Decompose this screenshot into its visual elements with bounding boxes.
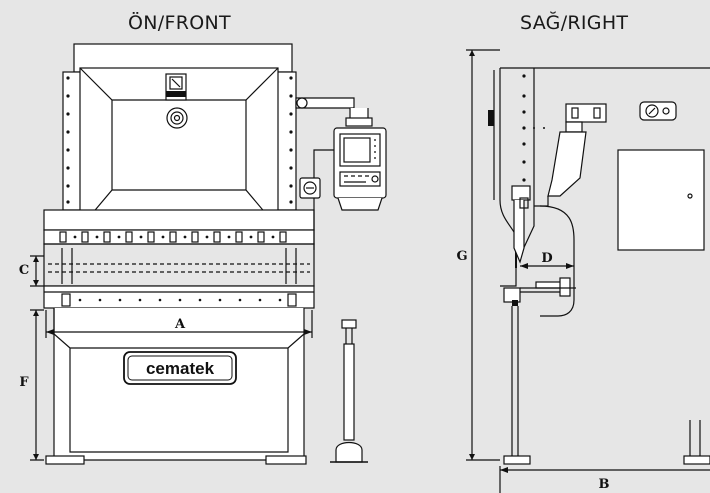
front-view-title: ÖN/FRONT <box>128 12 231 34</box>
side-plate-front-edge <box>519 68 535 257</box>
right-view: D G B <box>456 49 710 493</box>
control-cable <box>313 149 334 250</box>
dim-c-ticks <box>30 255 44 287</box>
front-view: cematek <box>19 43 387 465</box>
brand-badge <box>123 351 237 385</box>
logo-band <box>166 91 186 97</box>
pedal-knob <box>341 319 357 329</box>
left-foot <box>45 455 85 465</box>
cabinet-lock-icon <box>687 193 693 199</box>
clamp-dots <box>73 235 275 239</box>
dim-a-extents <box>45 310 313 338</box>
throat-curve <box>539 205 575 317</box>
upper-tool <box>513 200 525 264</box>
dim-a-label: A <box>174 317 186 332</box>
right-view-foot <box>503 455 531 465</box>
dim-f-ticks <box>30 309 44 461</box>
lower-table <box>43 285 315 309</box>
rear-foot <box>683 455 710 465</box>
arm-pivot-icon <box>296 97 308 109</box>
clamp-bolts <box>59 231 287 243</box>
dim-b-label: B <box>599 477 610 492</box>
pedal-column <box>343 343 355 441</box>
right-foot <box>265 455 307 465</box>
pedal-neck <box>345 328 353 344</box>
electrical-cabinet <box>617 149 705 251</box>
logo-mark-slash <box>171 78 181 88</box>
gauge-dial-icon <box>645 104 659 118</box>
rear-leg <box>689 420 701 456</box>
brand-badge-text: cematek <box>146 359 215 378</box>
panel-keypad <box>339 171 381 187</box>
side-switch-tab <box>488 110 494 126</box>
side-frame-bolts <box>66 76 293 204</box>
stroke-guides <box>61 248 297 284</box>
logo-plate-text: cematek <box>166 92 186 98</box>
table-bracket <box>503 287 521 303</box>
top-frame <box>73 43 293 73</box>
side-plate-dots <box>522 74 545 182</box>
right-view-leg <box>511 306 519 456</box>
table-clamp-left <box>61 293 71 307</box>
table-clamp-right <box>287 293 297 307</box>
dim-f-label: F <box>19 375 29 390</box>
backgauge-finger <box>559 277 571 297</box>
dim-d-label: D <box>541 251 552 266</box>
side-switch-knob-icon <box>303 181 317 195</box>
emergency-knob-icon <box>166 107 188 129</box>
dim-g-ticks <box>466 49 500 461</box>
panel-screen <box>339 133 381 167</box>
table-dots <box>78 298 282 302</box>
foot-pedal <box>335 441 363 463</box>
lower-body-panel <box>69 348 289 453</box>
stroke-opening <box>43 243 315 287</box>
right-side-frame <box>275 71 297 211</box>
panel-handle <box>337 197 383 211</box>
dim-g-label: G <box>456 249 467 264</box>
hydraulic-cylinder <box>547 131 587 197</box>
right-view-title: SAĞ/RIGHT <box>520 12 629 34</box>
upper-beam <box>43 209 315 231</box>
die-dashed-lines <box>48 263 310 273</box>
dim-c-label: C <box>19 263 29 278</box>
